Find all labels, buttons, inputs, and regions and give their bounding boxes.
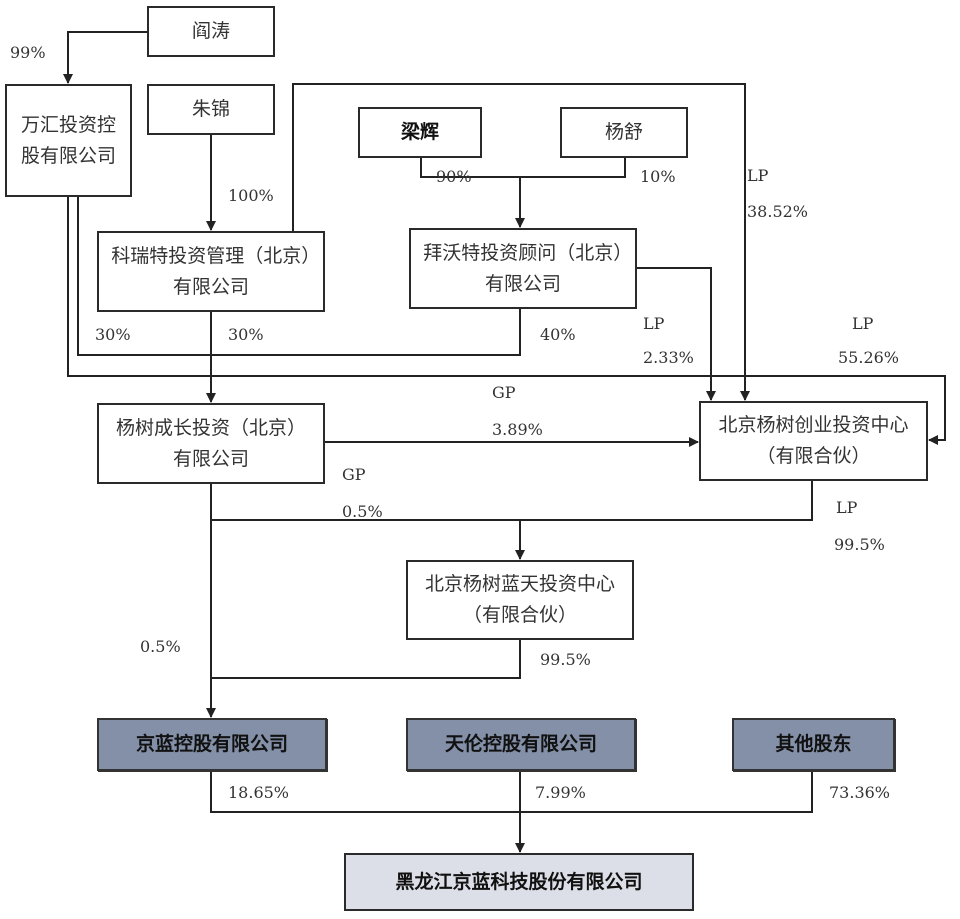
- pct-label: 30%: [228, 325, 264, 344]
- line-yan-wanhui: [63, 31, 147, 84]
- line-wanhui-venture: [67, 197, 946, 445]
- entity-yan-tao: 阎涛: [147, 6, 275, 57]
- entity-jinglan-holding: 京蓝控股有限公司: [97, 718, 327, 771]
- pct-label: 3.89%: [492, 420, 543, 439]
- pct-label: 99%: [10, 43, 46, 62]
- entity-liang-hui: 梁辉: [358, 107, 482, 158]
- entity-kerite: 科瑞特投资管理（北京）有限公司: [97, 231, 325, 312]
- line-liang-yang-join: [420, 158, 626, 178]
- pct-label: 18.65%: [228, 783, 290, 802]
- pct-label: 99.5%: [540, 650, 591, 669]
- type-label: LP: [643, 314, 665, 333]
- type-label: LP: [852, 314, 874, 333]
- line-kerite-venture: [292, 83, 750, 401]
- entity-wanhui: 万汇投资控股有限公司: [5, 84, 132, 197]
- entity-baiwote: 拜沃特投资顾问（北京）有限公司: [409, 228, 637, 309]
- type-label: GP: [492, 383, 516, 402]
- type-label: LP: [836, 498, 858, 517]
- pct-label: 7.99%: [535, 783, 586, 802]
- line-holders-join: [210, 771, 813, 813]
- entity-yangshu-growth: 杨树成长投资（北京）有限公司: [97, 403, 325, 484]
- type-label: GP: [342, 465, 366, 484]
- pct-label: 90%: [436, 167, 472, 186]
- entity-yang-shu: 杨舒: [560, 107, 688, 158]
- pct-label: 100%: [228, 186, 274, 205]
- entity-zhu-jin: 朱锦: [147, 84, 275, 135]
- line-baiwote-venture: [637, 267, 716, 401]
- pct-label: 38.52%: [747, 202, 809, 221]
- pct-label: 99.5%: [834, 535, 885, 554]
- entity-yangshu-lantian: 北京杨树蓝天投资中心（有限合伙）: [406, 560, 634, 640]
- pct-label: 73.36%: [829, 783, 891, 802]
- line-growth-venture-join: [211, 481, 813, 521]
- pct-label: 40%: [540, 325, 576, 344]
- line-wanhui-growth: [77, 197, 521, 356]
- pct-label: 2.33%: [643, 348, 694, 367]
- pct-label: 0.5%: [342, 502, 383, 521]
- pct-label: 10%: [640, 167, 676, 186]
- type-label: LP: [747, 166, 769, 185]
- pct-label: 0.5%: [140, 637, 181, 656]
- pct-label: 30%: [95, 325, 131, 344]
- line-lantian-jinglan: [211, 640, 521, 679]
- entity-other-shareholders: 其他股东: [732, 718, 895, 771]
- entity-tianlun-holding: 天伦控股有限公司: [406, 718, 636, 771]
- pct-label: 55.26%: [838, 348, 900, 367]
- entity-yangshu-venture: 北京杨树创业投资中心（有限合伙）: [699, 401, 928, 481]
- entity-target-company: 黑龙江京蓝科技股份有限公司: [344, 853, 694, 911]
